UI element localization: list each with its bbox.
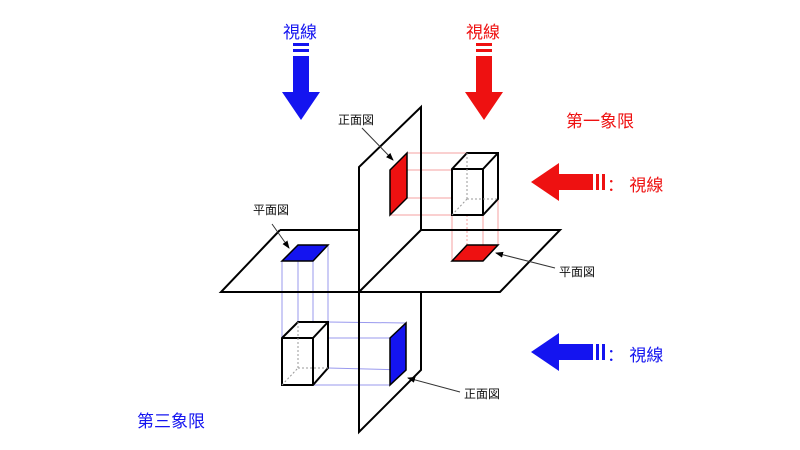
front-view-upper-label: 正面図: [338, 113, 375, 127]
arrow-top-blue: [282, 43, 320, 120]
plan-view-right-label: 平面図: [559, 265, 596, 279]
plan-view-red: [450, 244, 500, 262]
sightline-label-top-blue: 視線: [283, 23, 317, 43]
front-view-red: [389, 151, 408, 217]
arrow-right-blue: [531, 333, 605, 371]
quadrant-third-label: 第三象限: [137, 412, 205, 432]
arrow-right-red: [531, 163, 605, 201]
arrow-top-red: [465, 43, 503, 120]
sightline-label-top-red: 視線: [466, 23, 500, 43]
front-view-lower-label: 正面図: [464, 387, 501, 401]
cube-first-quadrant: [451, 152, 499, 216]
cube-third-hidden-edges: [281, 322, 328, 386]
sightline-label-right-blue: ： 視線: [607, 346, 664, 366]
sightline-label-right-red: ： 視線: [607, 176, 664, 196]
plan-view-left-label: 平面図: [253, 203, 290, 217]
projection-planes: [218, 104, 563, 435]
plan-view-blue: [280, 244, 330, 262]
leader-lines: [271, 127, 556, 393]
cube-first-hidden-edges: [451, 153, 498, 216]
front-view-blue: [389, 321, 407, 387]
quadrant-first-label: 第一象限: [566, 112, 634, 132]
cube-third-quadrant: [281, 321, 329, 386]
